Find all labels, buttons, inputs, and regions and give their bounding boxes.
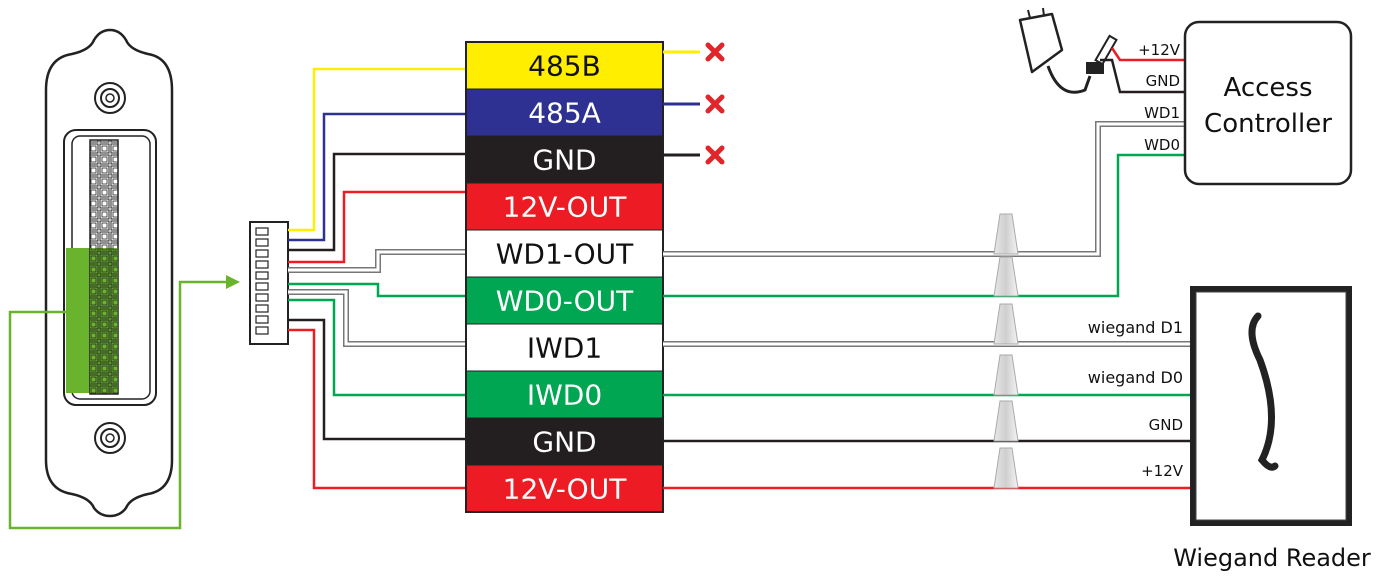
terminal-cell bbox=[465, 464, 664, 513]
terminal-label: 485B bbox=[528, 50, 601, 83]
terminal-label: 485A bbox=[528, 97, 601, 130]
wiegand-reader: Wiegand Reader wiegand D1 wiegand D0 GND… bbox=[1088, 286, 1371, 572]
terminal-12v-out: 12V-OUT bbox=[465, 464, 664, 513]
connector-pointer-line bbox=[8, 280, 228, 530]
terminal-label: 12V-OUT bbox=[503, 473, 628, 506]
terminal-cell bbox=[465, 182, 664, 231]
terminal-wd1-out: WD1-OUT bbox=[465, 229, 664, 278]
plug-wires bbox=[288, 67, 466, 490]
reader-pin-gnd: GND bbox=[1149, 416, 1183, 434]
reader-pin-12v: +12V bbox=[1141, 462, 1184, 480]
terminal-cell bbox=[465, 417, 664, 466]
x-mark-icon bbox=[705, 42, 725, 165]
device-panel bbox=[44, 28, 174, 518]
access-controller-title-line2: Controller bbox=[1204, 109, 1332, 139]
terminal-cell bbox=[465, 135, 664, 184]
terminal-cell bbox=[465, 370, 664, 419]
power-adapter bbox=[1018, 7, 1185, 94]
wiegand-reader-caption: Wiegand Reader bbox=[1173, 544, 1371, 572]
terminal-gnd: GND bbox=[465, 135, 664, 184]
access-controller-title-line1: Access bbox=[1223, 73, 1312, 103]
terminal-iwd0: IWD0 bbox=[465, 370, 664, 419]
terminal-485b: 485B bbox=[465, 41, 664, 90]
terminal-label: GND bbox=[532, 426, 596, 459]
reader-pin-d1: wiegand D1 bbox=[1088, 318, 1183, 337]
connector-plug bbox=[249, 221, 289, 345]
terminal-cell bbox=[465, 88, 664, 137]
terminal-gnd: GND bbox=[465, 417, 664, 466]
access-controller: Access Controller +12V GND WD1 WD0 bbox=[1138, 20, 1353, 186]
terminal-iwd1: IWD1 bbox=[465, 323, 664, 372]
terminal-label: 12V-OUT bbox=[503, 191, 628, 224]
terminal-12v-out: 12V-OUT bbox=[465, 182, 664, 231]
terminal-label: IWD1 bbox=[527, 332, 602, 365]
splice-connectors bbox=[993, 213, 1019, 489]
controller-pin-wd0: WD0 bbox=[1144, 136, 1180, 154]
controller-pin-12v: +12V bbox=[1138, 41, 1181, 59]
terminal-wd0-out: WD0-OUT bbox=[465, 276, 664, 325]
controller-pin-gnd: GND bbox=[1146, 72, 1180, 90]
terminal-label: WD1-OUT bbox=[496, 238, 634, 271]
controller-pin-wd1: WD1 bbox=[1144, 104, 1180, 122]
unused-lines bbox=[663, 50, 700, 157]
terminal-485a: 485A bbox=[465, 88, 664, 137]
output-wires bbox=[663, 121, 1190, 490]
pointer-arrow bbox=[226, 275, 240, 289]
reader-pin-d0: wiegand D0 bbox=[1088, 368, 1183, 387]
terminal-cell bbox=[465, 41, 664, 90]
terminal-label: IWD0 bbox=[527, 379, 602, 412]
terminal-label: WD0-OUT bbox=[496, 285, 634, 318]
terminal-label: GND bbox=[532, 144, 596, 177]
terminal-block: 12V-OUT GND IWD0 IWD1 WD0-OUT WD1-OUT 12V-OUT G… bbox=[465, 41, 664, 513]
